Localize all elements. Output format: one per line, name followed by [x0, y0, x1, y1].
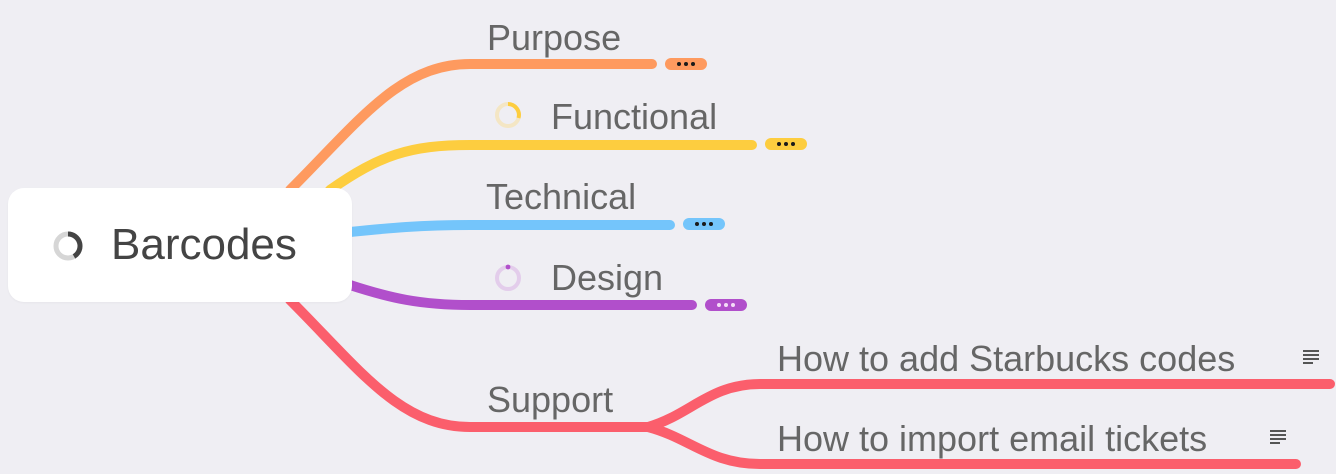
more-dots-icon[interactable] — [665, 58, 707, 70]
note-lines-icon[interactable] — [1303, 350, 1319, 364]
more-dots-icon[interactable] — [705, 299, 747, 311]
progress-ring-icon — [495, 264, 521, 291]
progress-ring-icon — [495, 102, 521, 128]
more-dots-icon[interactable] — [765, 138, 807, 150]
branch-label-support[interactable]: Support — [487, 379, 614, 420]
support-child-label-2[interactable]: How to import email tickets — [777, 418, 1208, 459]
branch-label-functional[interactable]: Functional — [551, 96, 718, 137]
link-support — [285, 295, 653, 432]
link-technical — [345, 220, 675, 237]
link-support-child-1 — [643, 379, 1335, 432]
link-purpose — [285, 59, 657, 195]
more-dots-icon[interactable] — [683, 218, 725, 230]
branch-label-design[interactable]: Design — [551, 257, 664, 298]
note-lines-icon[interactable] — [1270, 430, 1286, 444]
link-support-child-2 — [643, 422, 1301, 469]
link-functional — [325, 140, 757, 195]
root-node[interactable]: Barcodes — [8, 188, 352, 302]
root-label: Barcodes — [111, 220, 297, 269]
branch-label-technical[interactable]: Technical — [486, 176, 637, 217]
branch-label-purpose[interactable]: Purpose — [487, 17, 622, 58]
link-design — [345, 280, 697, 310]
progress-ring-icon — [53, 231, 83, 261]
support-child-label-1[interactable]: How to add Starbucks codes — [777, 338, 1236, 379]
